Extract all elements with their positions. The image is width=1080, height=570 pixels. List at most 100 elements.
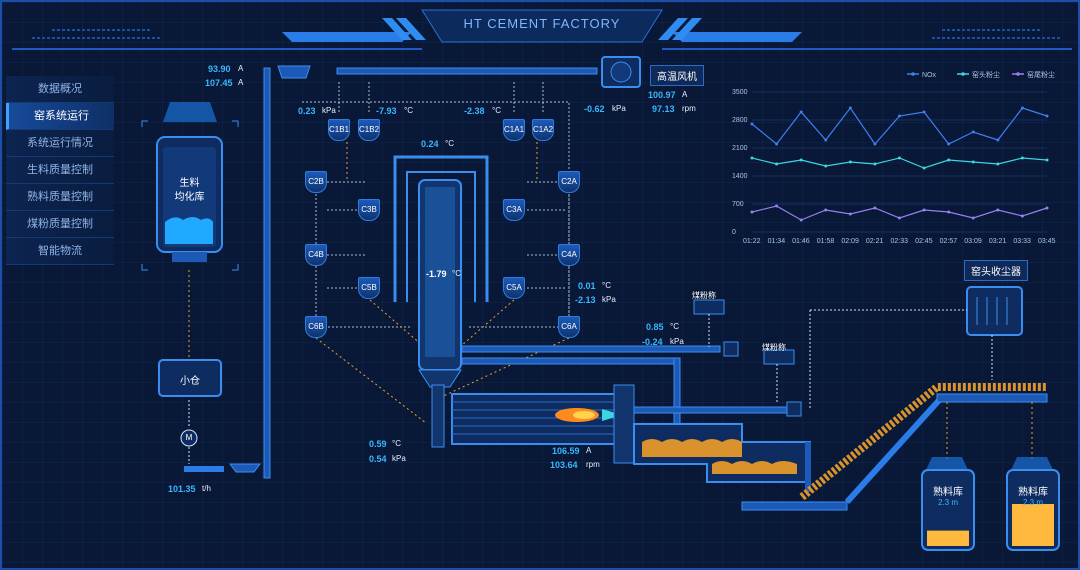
raw-silo-unit-a: A	[238, 64, 244, 73]
data-point	[898, 156, 901, 160]
data-point	[775, 162, 779, 166]
c5a-temp: 0.01	[578, 281, 596, 291]
calciner-graphic	[393, 155, 489, 388]
legend-dot	[911, 72, 915, 76]
data-point	[873, 162, 877, 166]
y-tick-label: 3500	[732, 89, 748, 96]
motor-label: M	[185, 433, 193, 442]
coal-scale-label-2[interactable]: 煤粉称	[762, 343, 786, 352]
kiln-speed: 103.64	[550, 460, 578, 470]
cyclone-c4b[interactable]: C4B	[305, 244, 327, 266]
sidebar-item-logistics[interactable]: 智能物流	[6, 238, 114, 265]
preheater-temp-left: -7.93	[376, 106, 397, 116]
raw-silo-graphic	[141, 102, 239, 271]
sidebar-item-coal-quality[interactable]: 煤粉质量控制	[6, 211, 114, 238]
preheater-temp-top: 0.24	[421, 139, 439, 149]
cyclone-c3a[interactable]: C3A	[503, 199, 525, 221]
fan-pressure: -0.62	[584, 104, 605, 114]
sidebar-item-raw-quality[interactable]: 生料质量控制	[6, 157, 114, 184]
y-tick-label: 2100	[732, 145, 748, 152]
data-point	[848, 212, 852, 216]
data-point	[799, 110, 803, 114]
cyclone-c5a[interactable]: C5A	[503, 277, 525, 299]
dust-collector-label[interactable]: 窑头收尘器	[964, 260, 1028, 281]
cyclone-c2a[interactable]: C2A	[558, 171, 580, 193]
data-point	[873, 142, 877, 146]
cyclone-c1b1[interactable]: C1B1	[328, 119, 350, 141]
coal-scale-graphic	[693, 299, 802, 417]
cyclone-c6b[interactable]: C6B	[305, 316, 327, 338]
small-bin-flow-unit: t/h	[202, 484, 211, 493]
data-point	[1020, 214, 1024, 218]
dust-collector-graphic	[966, 286, 1023, 336]
coal-scale-label-1[interactable]: 煤粉称	[692, 291, 716, 300]
cyclone-c1a2[interactable]: C1A2	[532, 119, 554, 141]
preheater-temp-left-unit: °C	[404, 106, 413, 115]
preheater-temp-right: -2.38	[464, 106, 485, 116]
preheater-pressure-left-unit: kPa	[322, 106, 336, 115]
data-point	[947, 210, 951, 214]
data-point	[971, 160, 975, 164]
kiln-inlet-temp-unit: °C	[392, 439, 401, 448]
data-point	[775, 142, 779, 146]
cyclone-c2b[interactable]: C2B	[305, 171, 327, 193]
cooler-graphic	[633, 423, 811, 492]
cyclone-c5b[interactable]: C5B	[358, 277, 380, 299]
data-point	[996, 162, 1000, 166]
raw-silo-unit-b: A	[238, 78, 244, 87]
data-point	[971, 130, 975, 134]
clinker-silo-1-level: 2.3 m	[937, 498, 958, 507]
data-point	[922, 208, 926, 212]
kiln-current-unit: A	[586, 446, 592, 455]
fan-label[interactable]: 高温风机	[650, 65, 704, 86]
x-tick-label: 02:45	[915, 238, 933, 245]
legend-dot	[961, 72, 965, 76]
preheater-pressure-left: 0.23	[298, 106, 316, 116]
cyclone-c3b[interactable]: C3B	[358, 199, 380, 221]
sidebar: 数据概况 窑系统运行 系统运行情况 生料质量控制 熟料质量控制 煤粉质量控制 智…	[6, 76, 114, 265]
cyclone-c4a[interactable]: C4A	[558, 244, 580, 266]
fan-current: 100.97	[648, 90, 676, 100]
data-point	[824, 208, 828, 212]
cyclone-c6a[interactable]: C6A	[558, 316, 580, 338]
data-point	[898, 114, 901, 118]
x-tick-label: 03:09	[964, 238, 982, 245]
sidebar-item-clinker-quality[interactable]: 熟料质量控制	[6, 184, 114, 211]
data-point	[848, 106, 852, 110]
preheater-temp-top-unit: °C	[445, 139, 454, 148]
legend-label: NOx	[922, 72, 937, 79]
sidebar-item-system-status[interactable]: 系统运行情况	[6, 130, 114, 157]
data-point	[873, 206, 877, 210]
kiln-graphic	[431, 384, 635, 464]
x-tick-label: 02:21	[866, 238, 884, 245]
data-point	[996, 138, 1000, 142]
duct-pressure-unit: kPa	[670, 337, 684, 346]
kiln-inlet-pressure-unit: kPa	[392, 454, 406, 463]
cyclone-c1b2[interactable]: C1B2	[358, 119, 380, 141]
data-point	[1045, 158, 1049, 162]
data-point	[947, 158, 951, 162]
data-point	[824, 138, 828, 142]
data-point	[848, 160, 852, 164]
x-tick-label: 01:22	[743, 238, 761, 245]
calciner-temp-unit: °C	[452, 269, 461, 278]
data-point	[1020, 156, 1024, 160]
y-tick-label: 1400	[732, 173, 748, 180]
cyclone-c1a1[interactable]: C1A1	[503, 119, 525, 141]
series-line-0	[751, 106, 1048, 145]
duct-temp: 0.85	[646, 322, 664, 332]
small-bin-flow: 101.35	[168, 484, 196, 494]
x-tick-label: 03:33	[1013, 238, 1031, 245]
sidebar-item-kiln-system[interactable]: 窑系统运行	[6, 103, 114, 130]
chart-series	[750, 106, 1049, 222]
page-title: HT CEMENT FACTORY	[463, 16, 621, 31]
clinker-silo-2-label: 熟料库	[1018, 487, 1048, 498]
data-point	[799, 158, 803, 162]
sidebar-item-overview[interactable]: 数据概况	[6, 76, 114, 103]
data-point	[922, 166, 926, 170]
kiln-speed-unit: rpm	[586, 460, 600, 469]
duct-temp-unit: °C	[670, 322, 679, 331]
